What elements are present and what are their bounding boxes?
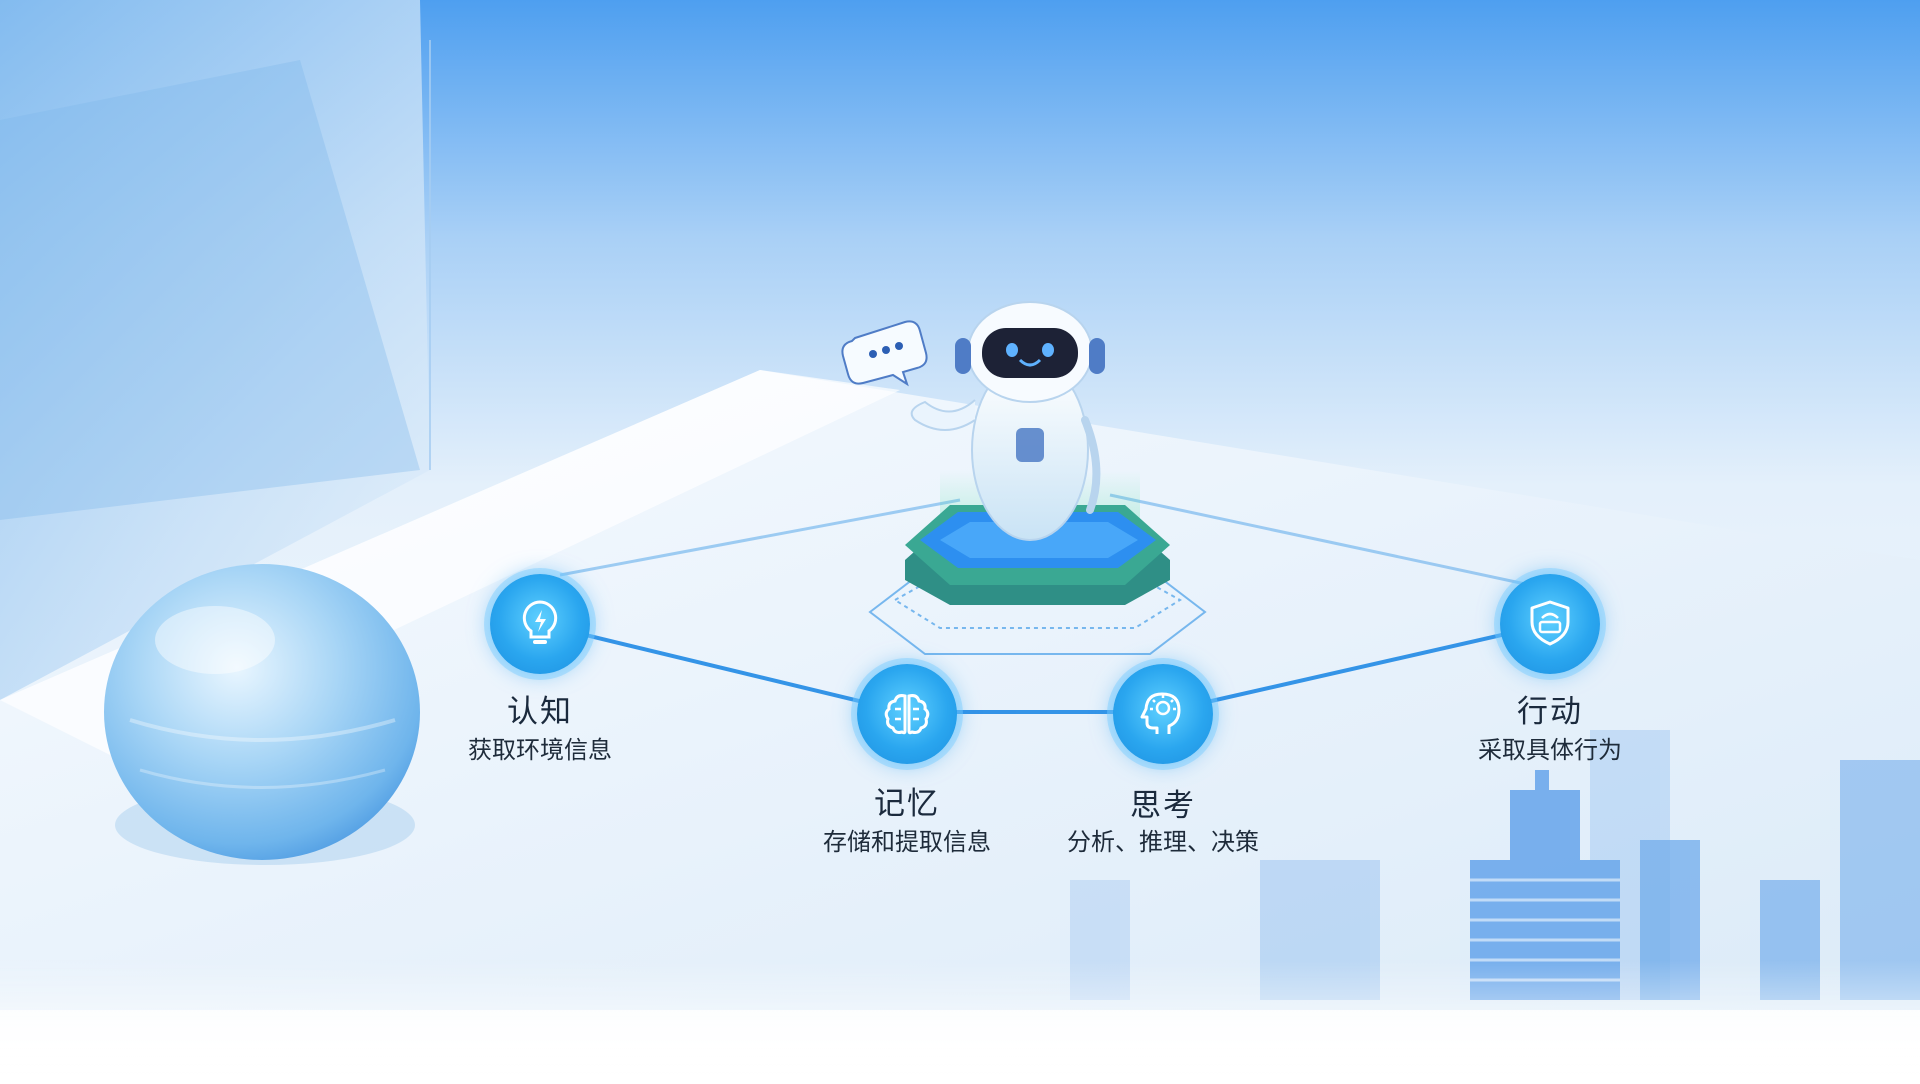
brain-icon [884,694,930,735]
shield-icon [1530,600,1570,646]
head-idea-icon [1140,692,1181,734]
node-cognition[interactable] [490,574,590,674]
node-thinking[interactable] [1113,664,1213,764]
node-memory[interactable] [857,664,957,764]
node-subtitle: 采取具体行为 [1478,736,1622,764]
lightning-bulb-icon [522,600,558,644]
node-title: 行动 [1517,694,1583,730]
node-title: 记忆 [874,786,940,822]
node-title: 认知 [507,694,573,730]
node-subtitle: 获取环境信息 [468,736,612,764]
node-subtitle: 分析、推理、决策 [1067,828,1259,856]
node-action[interactable] [1500,574,1600,674]
node-subtitle: 存储和提取信息 [823,828,991,856]
node-title: 思考 [1130,788,1196,824]
